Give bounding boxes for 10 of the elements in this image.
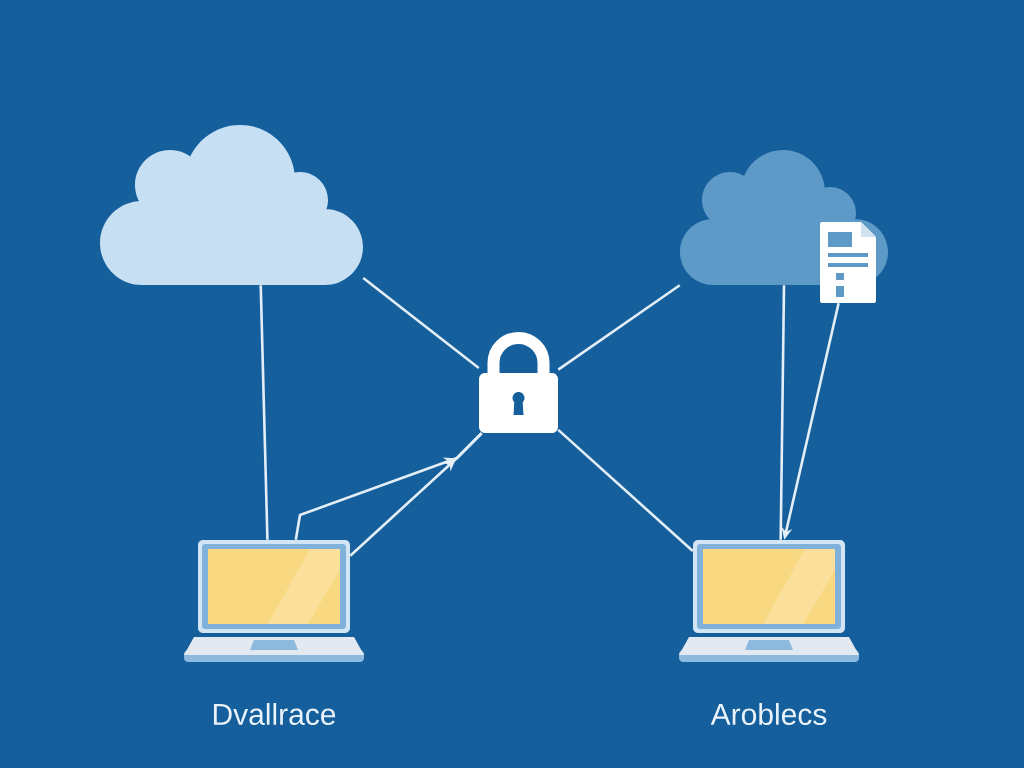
connector-line [362, 277, 480, 370]
laptop-label: Aroblecs [710, 703, 827, 725]
laptop-label: Dvallrace [213, 703, 336, 725]
connector-line [779, 285, 786, 540]
document-icon [820, 222, 876, 303]
connector-line [557, 428, 694, 552]
padlock-icon [479, 332, 558, 433]
connector-line [557, 284, 681, 371]
connector-line [259, 285, 269, 540]
arrow [349, 432, 483, 557]
